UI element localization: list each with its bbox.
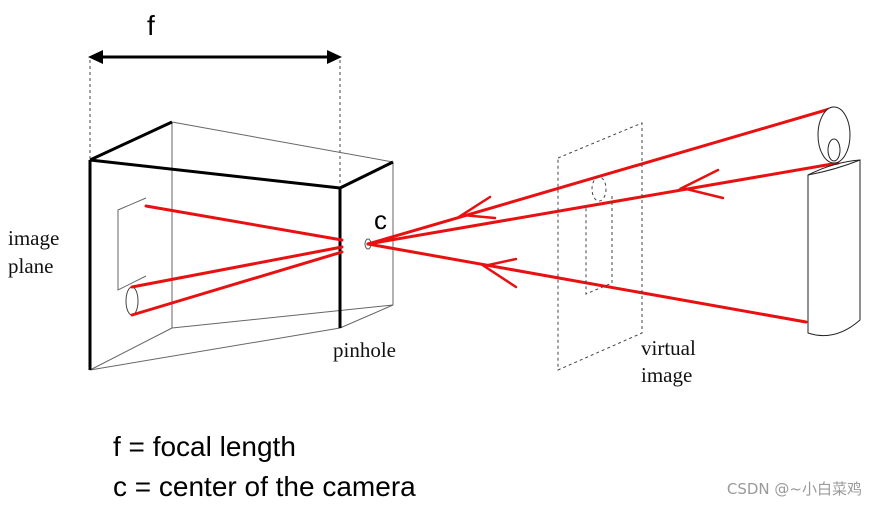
- pinhole-label: pinhole: [333, 338, 396, 362]
- box-bottom-front-edge: [89, 327, 341, 371]
- ray-inside-middle: [130, 245, 344, 289]
- box-bottom-back-edge: [171, 304, 394, 329]
- box-top-left-edge: [89, 120, 173, 162]
- virtual-candle-body: [585, 196, 613, 295]
- legend-focal-length: f = focal length: [113, 431, 296, 462]
- virtual-image-plane: [557, 122, 643, 371]
- candle-body: [807, 159, 861, 337]
- ray-flame-to-pinhole: [366, 161, 840, 246]
- candle-flame-inner: [827, 138, 841, 162]
- ray-arrow-upper: [458, 195, 497, 220]
- virtual-image-label-line2: image: [641, 363, 692, 387]
- virtual-image-label-line1: virtual: [641, 336, 696, 360]
- light-rays: [130, 106, 840, 324]
- ray-bottom-to-pinhole: [366, 242, 808, 324]
- box-top-front-edge: [89, 158, 341, 190]
- focal-length-label: f: [147, 10, 155, 41]
- image-plane-label-line1: image: [8, 226, 59, 250]
- ray-inside-bottom: [130, 250, 344, 317]
- candle-object: [807, 106, 861, 337]
- virtual-candle-flame: [591, 176, 607, 202]
- ray-arrow-right: [678, 168, 725, 200]
- candle-top-rim: [807, 159, 861, 176]
- ray-top-to-pinhole: [366, 106, 835, 246]
- focal-length-arrowhead-left: [88, 50, 103, 64]
- focal-length-dimension: f: [88, 10, 342, 185]
- box-bottom-left-edge: [89, 327, 173, 371]
- legend-camera-center: c = center of the camera: [113, 471, 416, 502]
- box-bottom-right-edge: [339, 304, 394, 329]
- image-plane-label-line2: plane: [8, 254, 53, 278]
- camera-box: c: [88, 120, 394, 371]
- inverted-candle-image: [117, 197, 147, 316]
- ray-arrow-lower: [480, 257, 518, 289]
- box-top-back-edge: [171, 121, 394, 163]
- candle-flame-outer: [817, 106, 851, 164]
- watermark-text: CSDN @~小白菜鸡: [727, 480, 862, 498]
- ray-inside-top: [144, 204, 344, 242]
- center-label: c: [374, 205, 387, 235]
- virtual-plane-outline: [557, 122, 643, 371]
- box-top-right-edge: [339, 160, 394, 190]
- focal-length-arrowhead-right: [327, 50, 342, 64]
